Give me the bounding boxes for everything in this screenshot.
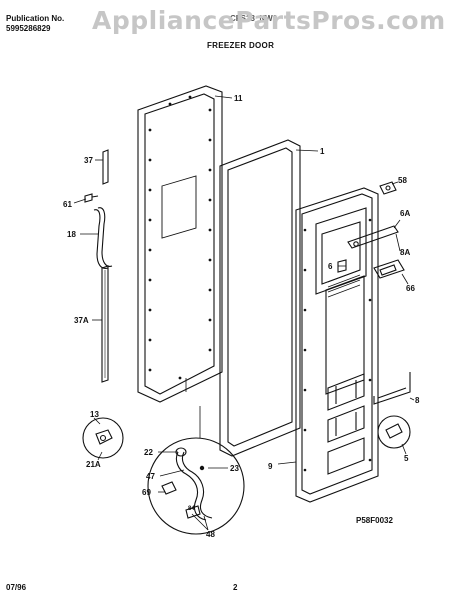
publication-number: 5995286829 bbox=[6, 24, 51, 33]
dispenser-pad bbox=[337, 259, 347, 273]
diagram-code: P58F0032 bbox=[356, 516, 393, 525]
callout-8: 8 bbox=[415, 396, 420, 405]
callout-9: 9 bbox=[268, 462, 273, 471]
callout-8a: 8A bbox=[400, 248, 411, 257]
door-handle bbox=[93, 207, 113, 269]
leader-lines bbox=[73, 95, 415, 531]
page-number: 2 bbox=[233, 583, 238, 592]
handle-trim-lower bbox=[101, 265, 109, 383]
callout-21a: 21A bbox=[86, 460, 101, 469]
handle-screw bbox=[84, 193, 99, 203]
dispenser-screw bbox=[379, 181, 397, 195]
callout-5: 5 bbox=[404, 454, 409, 463]
callout-22: 22 bbox=[144, 448, 153, 457]
callout-61: 61 bbox=[63, 200, 72, 209]
callout-11: 11 bbox=[234, 94, 243, 103]
footer-date: 07/96 bbox=[6, 583, 27, 592]
dispenser-bar bbox=[347, 225, 399, 249]
callout-66: 66 bbox=[406, 284, 415, 293]
callout-18: 18 bbox=[67, 230, 76, 239]
callout-6a-top: 6A bbox=[400, 209, 411, 218]
door-gasket bbox=[219, 139, 301, 457]
callout-13: 13 bbox=[90, 410, 99, 419]
grille-detail bbox=[377, 415, 411, 449]
callout-6: 6 bbox=[328, 262, 333, 271]
ice-chute bbox=[373, 259, 405, 279]
hinge-detail bbox=[82, 417, 124, 459]
model-code: CFS23_NW1 bbox=[230, 14, 278, 23]
watermark: AppliancePartsPros.com bbox=[92, 6, 446, 35]
callout-37a: 37A bbox=[74, 316, 89, 325]
callout-84: 84 bbox=[188, 506, 195, 512]
drip-tray-bracket bbox=[373, 372, 411, 405]
callout-37: 37 bbox=[84, 156, 93, 165]
callout-47: 47 bbox=[146, 472, 155, 481]
freezer-door-panel bbox=[295, 187, 379, 503]
door-liner-frame bbox=[137, 85, 223, 403]
wire-harness-detail bbox=[147, 437, 245, 535]
callout-58: 58 bbox=[398, 176, 407, 185]
callout-1: 1 bbox=[320, 147, 325, 156]
handle-trim-upper bbox=[102, 149, 109, 185]
callout-69: 69 bbox=[142, 488, 151, 497]
publication-label: Publication No. bbox=[6, 14, 65, 23]
section-title: FREEZER DOOR bbox=[207, 41, 275, 50]
callout-48: 48 bbox=[206, 530, 215, 539]
callout-23: 23 bbox=[230, 464, 239, 473]
